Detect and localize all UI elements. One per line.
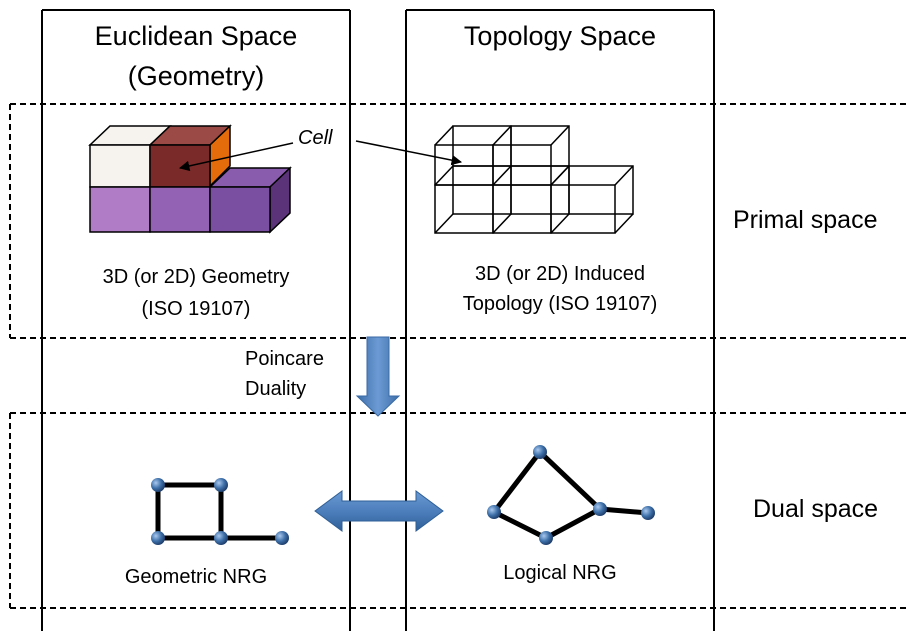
graph-edge xyxy=(597,506,651,516)
topology-caption-line2: Topology (ISO 19107) xyxy=(462,293,658,315)
duality-label-line1: Poincare xyxy=(245,348,324,370)
graph-node xyxy=(539,531,553,545)
graph-edge xyxy=(491,509,549,541)
nrg-double-arrow xyxy=(314,490,444,532)
cell-arrows xyxy=(178,140,463,172)
logical-nrg-label: Logical NRG xyxy=(503,562,617,584)
cube-front-dark-red xyxy=(149,144,211,188)
cell-arrow-left xyxy=(178,142,294,172)
cube-front-mid-purple xyxy=(149,186,211,233)
cell-label: Cell xyxy=(298,127,333,149)
topology-caption-line1: 3D (or 2D) Induced xyxy=(474,263,646,285)
duality-label-line2: Duality xyxy=(245,378,307,400)
graph-edge xyxy=(543,506,603,541)
topology-title: Topology Space xyxy=(463,21,657,51)
dual-row-frame xyxy=(9,412,906,609)
graph-node xyxy=(214,531,228,545)
geometry-caption-line1: 3D (or 2D) Geometry xyxy=(102,266,290,288)
graph-node xyxy=(593,502,607,516)
geometry-cubes xyxy=(88,124,292,234)
geometric-nrg-label: Geometric NRG xyxy=(124,566,268,588)
primal-row-frame xyxy=(9,103,906,339)
graph-edge xyxy=(537,449,603,512)
graph-node xyxy=(533,445,547,459)
graph-node xyxy=(151,478,165,492)
euclidean-title-line2: (Geometry) xyxy=(127,61,265,91)
graph-edge xyxy=(491,449,543,515)
cube-front-light-purple xyxy=(89,186,151,233)
graph-node xyxy=(641,506,655,520)
euclidean-column-frame xyxy=(41,9,351,631)
cube-front-white xyxy=(89,144,151,188)
graph-node xyxy=(275,531,289,545)
topology-wireframe-cubes xyxy=(434,125,634,234)
graph-node xyxy=(214,478,228,492)
dual-space-label: Dual space xyxy=(753,495,879,523)
logical-nrg-graph xyxy=(487,445,655,545)
euclidean-title-line1: Euclidean Space xyxy=(94,21,298,51)
cube-front-dark-purple xyxy=(209,186,271,233)
geometry-caption-line2: (ISO 19107) xyxy=(141,298,251,320)
primal-space-label: Primal space xyxy=(733,206,878,234)
graph-node xyxy=(487,505,501,519)
graph-node xyxy=(151,531,165,545)
duality-down-arrow xyxy=(355,336,401,417)
cell-arrow-right xyxy=(355,140,463,166)
geometric-nrg-graph xyxy=(151,478,289,545)
topology-column-frame xyxy=(405,9,715,631)
